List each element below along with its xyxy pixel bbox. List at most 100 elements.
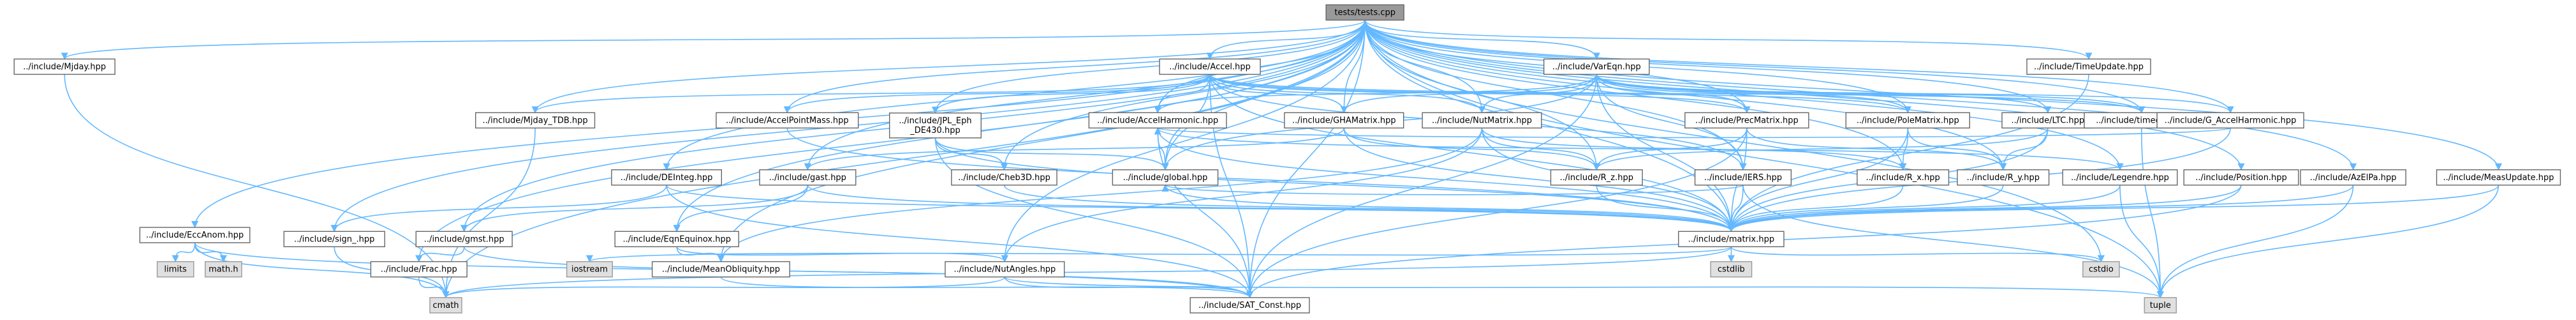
node-gAccelHarmonic[interactable]: ../include/G_AccelHarmonic.hpp — [2156, 112, 2304, 129]
node-global[interactable]: ../include/global.hpp — [1112, 169, 1219, 186]
node-mathh[interactable]: math.h — [205, 261, 242, 278]
node-label: ../include/EqnEquinox.hpp — [622, 234, 731, 244]
node-box — [2156, 112, 2304, 129]
node-matrix[interactable]: ../include/matrix.hpp — [1678, 231, 1785, 247]
edge-deInteg-satConst — [666, 185, 1254, 299]
edge-matrix-iostream — [586, 246, 1732, 263]
node-gast[interactable]: ../include/gast.hpp — [759, 169, 857, 186]
node-label: ../include/R_x.hpp — [1866, 173, 1940, 183]
node-label: ../include/R_y.hpp — [1967, 173, 2040, 183]
edge-root-legendre — [1364, 20, 2124, 171]
node-measUpdate[interactable]: ../include/MeasUpdate.hpp — [2436, 169, 2561, 186]
node-rz[interactable]: ../include/R_z.hpp — [1550, 169, 1643, 186]
node-label: ../include/SAT_Const.hpp — [1198, 301, 1301, 310]
edge-root-lti — [1364, 20, 2052, 114]
edge-nutMatrix-nutAngles — [1001, 128, 1483, 263]
node-box — [2062, 169, 2178, 186]
edge-nutMatrix-rx — [1481, 128, 1907, 171]
node-cstdlib[interactable]: cstdlib — [1710, 261, 1753, 278]
node-box — [1112, 169, 1219, 186]
node-accelHarmonic[interactable]: ../include/AccelHarmonic.hpp — [1088, 112, 1227, 129]
node-eqnEquinox[interactable]: ../include/EqnEquinox.hpp — [614, 231, 739, 247]
node-label: ../include/gmst.hpp — [424, 234, 504, 244]
node-limits[interactable]: limits — [156, 261, 195, 278]
edge-accel-gHAMatrix — [1209, 74, 1348, 114]
edge-iers-tuple — [1742, 185, 2164, 299]
edge-jplEph-cheb3d — [934, 137, 1008, 171]
edge-root-tuple — [1364, 20, 2164, 299]
node-label: math.h — [209, 265, 238, 275]
node-poleMatrix[interactable]: ../include/PoleMatrix.hpp — [1845, 112, 1971, 129]
node-iers[interactable]: ../include/IERS.hpp — [1694, 169, 1792, 186]
node-box — [2183, 169, 2299, 186]
node-label: ../include/JPL_Eph — [899, 116, 971, 126]
node-gHAMatrix[interactable]: ../include/GHAMatrix.hpp — [1284, 112, 1404, 129]
node-mjdayTdb[interactable]: ../include/Mjday_TDB.hpp — [475, 112, 596, 129]
node-box — [1422, 112, 1542, 129]
edge-nutAngles-tuple — [1004, 276, 2164, 299]
node-nutMatrix[interactable]: ../include/NutMatrix.hpp — [1422, 112, 1542, 129]
node-box — [156, 261, 195, 278]
node-box — [1284, 112, 1404, 129]
node-box — [1189, 297, 1310, 314]
node-layer: tests/tests.cpp ../include/Mjday.hpp ../in… — [13, 4, 2561, 314]
node-cmath[interactable]: cmath — [429, 297, 462, 314]
node-tuple[interactable]: tuple — [2144, 297, 2177, 314]
node-cheb3d[interactable]: ../include/Cheb3D.hpp — [951, 169, 1057, 186]
node-jplEph[interactable]: ../include/JPL_Eph_DE430.hpp — [888, 112, 982, 139]
edge-accel-matrix — [1209, 74, 1735, 232]
node-deInteg[interactable]: ../include/DEInteg.hpp — [611, 169, 723, 186]
edge-root-deInteg — [663, 20, 1365, 171]
node-iostream[interactable]: iostream — [566, 261, 613, 278]
node-box — [205, 261, 242, 278]
node-lti[interactable]: ../include/LTC.hpp — [2001, 112, 2094, 129]
edge-accelHarmonic-matrix — [1157, 128, 1735, 232]
edge-varEqn-poleMatrix — [1596, 74, 1911, 114]
node-accel[interactable]: ../include/Accel.hpp — [1159, 58, 1261, 75]
node-accelPointMass[interactable]: ../include/AccelPointMass.hpp — [716, 112, 859, 129]
edge-root-satConst — [1246, 20, 1365, 299]
node-root[interactable]: tests/tests.cpp — [1325, 4, 1404, 21]
node-gmst[interactable]: ../include/gmst.hpp — [415, 231, 513, 247]
node-label: ../include/MeasUpdate.hpp — [2443, 173, 2554, 183]
edge-legendre-tuple — [2119, 185, 2164, 299]
node-label: ../include/IERS.hpp — [1704, 173, 1782, 183]
edge-nutMatrix-rz — [1481, 128, 1600, 171]
edge-varEqn-satConst — [1246, 74, 1598, 299]
node-legendre[interactable]: ../include/Legendre.hpp — [2062, 169, 2178, 186]
edge-varEqn-accelHarmonic — [1154, 74, 1598, 114]
edge-measUpdate-tuple — [2156, 185, 2499, 299]
edge-timediff-tuple — [2141, 128, 2164, 299]
node-label: cstdlib — [1718, 265, 1745, 275]
node-rx[interactable]: ../include/R_x.hpp — [1857, 169, 1950, 186]
edge-root-accelPointMass — [783, 20, 1365, 114]
node-eccAnom[interactable]: ../include/EccAnom.hpp — [139, 227, 251, 243]
node-cstdio[interactable]: cstdio — [2082, 261, 2120, 278]
node-box — [1710, 261, 1753, 278]
node-ry[interactable]: ../include/R_y.hpp — [1957, 169, 2050, 186]
node-box — [1088, 112, 1227, 129]
edge-gHAMatrix-gast — [804, 128, 1345, 171]
node-sign[interactable]: ../include/sign_.hpp — [283, 231, 385, 247]
node-precMatrix[interactable]: ../include/PrecMatrix.hpp — [1684, 112, 1809, 129]
node-label: ../include/matrix.hpp — [1688, 234, 1774, 244]
edge-iers-matrix — [1727, 185, 1744, 232]
node-box — [716, 112, 859, 129]
edge-root-varEqn — [1364, 20, 1600, 60]
node-frac[interactable]: ../include/Frac.hpp — [370, 261, 467, 278]
node-mjday[interactable]: ../include/Mjday.hpp — [13, 58, 115, 75]
node-label: ../include/MeanObliquity.hpp — [662, 265, 780, 275]
edge-root-mjdayTdb — [531, 20, 1365, 114]
node-satConst[interactable]: ../include/SAT_Const.hpp — [1189, 297, 1310, 314]
node-timeUpdate[interactable]: ../include/TimeUpdate.hpp — [2026, 58, 2151, 75]
node-label: ../include/AccelPointMass.hpp — [726, 116, 849, 125]
edge-accelHarmonic-satConst — [1157, 128, 1254, 299]
edge-gAccelHarmonic-accelHarmonic — [1154, 127, 2231, 139]
node-azElPa[interactable]: ../include/AzElPa.hpp — [2300, 169, 2406, 186]
node-varEqn[interactable]: ../include/VarEqn.hpp — [1543, 58, 1650, 75]
node-position[interactable]: ../include/Position.hpp — [2183, 169, 2299, 186]
edge-varEqn-nutMatrix — [1478, 74, 1598, 114]
node-nutAngles[interactable]: ../include/NutAngles.hpp — [945, 261, 1065, 278]
node-meanObliquity[interactable]: ../include/MeanObliquity.hpp — [651, 261, 790, 278]
